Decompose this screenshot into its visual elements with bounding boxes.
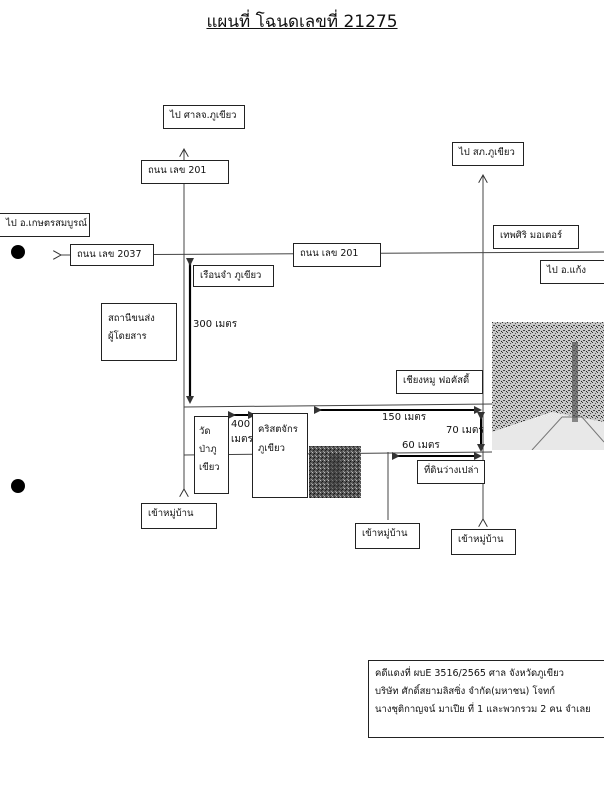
- label-church: คริสตจักร ภูเขียว: [252, 413, 308, 498]
- temple-line3: เขียว: [199, 462, 220, 474]
- label-dist-400: 400 เมตร: [231, 417, 253, 447]
- label-village-right: เข้าหมู่บ้าน: [451, 529, 516, 555]
- label-dist-70: 70 เมตร: [446, 425, 484, 436]
- label-village-left: เข้าหมู่บ้าน: [141, 503, 217, 529]
- dist-400-value: 400: [231, 419, 251, 430]
- label-temple: วัด ป่าภู เขียว: [194, 416, 229, 494]
- page-title: แผนที่ โฉนดเลขที่ 21275: [206, 12, 398, 32]
- label-prison: เรือนจำ ภูเขียว: [193, 265, 274, 287]
- label-kaeng: ไป อ.แก้ง: [540, 260, 604, 284]
- case-info-line3: นางชุติกาญจน์ มาเปีย ที่ 1 และพวกรวม 2 ค…: [375, 704, 591, 716]
- church-line2: ภูเขียว: [258, 443, 285, 454]
- property-photo-image: [492, 322, 604, 450]
- label-chieng-mu: เชียงหมู ฟอคัสดี้: [396, 370, 483, 394]
- church-photo-image: [309, 446, 361, 498]
- case-info-line2: บริษัท ศักดิ์สยามลิสซิ่ง จำกัด(มหาชน) โจ…: [375, 686, 556, 698]
- label-village-mid: เข้าหมู่บ้าน: [355, 523, 420, 549]
- label-road-201-mid: ถนน เลข 201: [293, 243, 381, 267]
- label-road-201-top: ถนน เลข 201: [141, 160, 229, 184]
- label-police: ไป สภ.ภูเขียว: [452, 142, 524, 166]
- church-line1: คริสตจักร: [258, 424, 298, 435]
- label-court: ไป ศาลจ.ภูเขียว: [163, 105, 245, 129]
- location-dot-icon: [11, 245, 25, 259]
- bus-station-line2: ผู้โดยสาร: [108, 331, 147, 343]
- case-info-box: คดีแดงที่ ผบE 3516/2565 ศาล จังหวัดภูเขี…: [368, 660, 604, 738]
- label-empty-land: ที่ดินว่างเปล่า: [417, 460, 485, 484]
- location-dot-icon: [11, 479, 25, 493]
- bus-station-line1: สถานีขนส่ง: [108, 313, 155, 324]
- church-photo: [309, 446, 361, 498]
- dist-400-unit: เมตร: [231, 434, 253, 445]
- temple-line2: ป่าภู: [199, 444, 217, 456]
- case-info-line1: คดีแดงที่ ผบE 3516/2565 ศาล จังหวัดภูเขี…: [375, 668, 565, 679]
- label-dist-150: 150 เมตร: [382, 412, 427, 423]
- label-dist-300: 300 เมตร: [193, 319, 238, 330]
- property-photo: [492, 322, 604, 450]
- label-bus-station: สถานีขนส่ง ผู้โดยสาร: [101, 303, 177, 361]
- label-thepsiri: เทพศิริ มอเตอร์: [493, 225, 579, 249]
- temple-line1: วัด: [199, 426, 211, 437]
- label-road-2037: ถนน เลข 2037: [70, 244, 154, 266]
- label-kaset: ไป อ.เกษตรสมบูรณ์: [0, 213, 90, 237]
- label-dist-60: 60 เมตร: [402, 440, 440, 451]
